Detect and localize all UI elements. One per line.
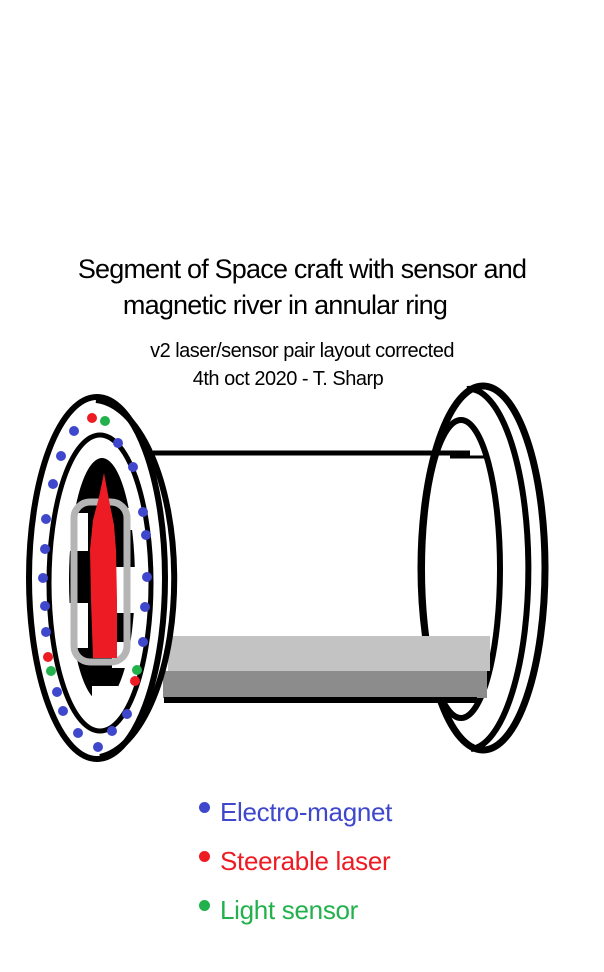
central-laser-arrow xyxy=(90,473,117,658)
title-line-2: magnetic river in annular ring xyxy=(122,290,448,320)
laser-dot xyxy=(87,413,97,423)
cylinder-body xyxy=(153,450,490,703)
magnet-dot xyxy=(128,462,138,472)
diagram-subtitle: v2 laser/sensor pair layout corrected 4t… xyxy=(0,337,604,393)
magnet-dot xyxy=(48,479,58,489)
legend-label-steerable-laser: Steerable laser xyxy=(220,846,391,876)
laser-dot xyxy=(43,652,53,662)
legend-row-light-sensor: Light sensor xyxy=(199,893,392,927)
magnet-dot xyxy=(41,514,51,524)
magnet-dot xyxy=(73,728,83,738)
legend-label-electro-magnet: Electro-magnet xyxy=(220,797,393,827)
magnet-dot xyxy=(40,544,50,554)
annular-ring-dots xyxy=(38,413,152,752)
subtitle-line-2: 4th oct 2020 - T. Sharp xyxy=(192,368,384,390)
magnet-dot xyxy=(122,709,132,719)
sensor-dot xyxy=(100,416,110,426)
magnet-dot xyxy=(113,438,123,448)
magnet-dot xyxy=(41,627,51,637)
left-flange xyxy=(26,394,178,762)
magnet-dot xyxy=(69,426,79,436)
legend: Electro-magnet Steerable laser Light sen… xyxy=(199,795,392,942)
magnet-dot xyxy=(93,742,103,752)
magnet-dot xyxy=(56,451,66,461)
light-sensor-dot-icon xyxy=(199,899,210,911)
steerable-laser-dot-icon xyxy=(199,850,210,862)
magnet-dot xyxy=(142,572,152,582)
legend-label-light-sensor: Light sensor xyxy=(220,895,359,925)
magnet-dot xyxy=(138,637,148,647)
legend-row-electro-magnet: Electro-magnet xyxy=(199,795,392,829)
magnet-dot xyxy=(58,706,68,716)
sensor-dot xyxy=(132,665,142,675)
laser-dot xyxy=(130,676,140,686)
magnet-dot xyxy=(52,687,62,697)
magnet-dot xyxy=(138,507,148,517)
magnet-dot xyxy=(38,573,48,583)
sensor-dot xyxy=(46,666,56,676)
electro-magnet-dot-icon xyxy=(199,801,210,813)
river-band-dark xyxy=(163,671,487,698)
river-band-light xyxy=(168,636,490,671)
magnet-dot xyxy=(140,602,150,612)
title-line-1: Segment of Space craft with sensor and xyxy=(77,254,527,284)
diagram-title: Segment of Space craft with sensor and m… xyxy=(0,251,604,323)
subtitle-line-1: v2 laser/sensor pair layout corrected xyxy=(150,340,454,362)
magnet-dot xyxy=(141,530,151,540)
magnet-dot xyxy=(107,726,117,736)
legend-row-steerable-laser: Steerable laser xyxy=(199,844,392,878)
magnet-dot xyxy=(40,601,50,611)
